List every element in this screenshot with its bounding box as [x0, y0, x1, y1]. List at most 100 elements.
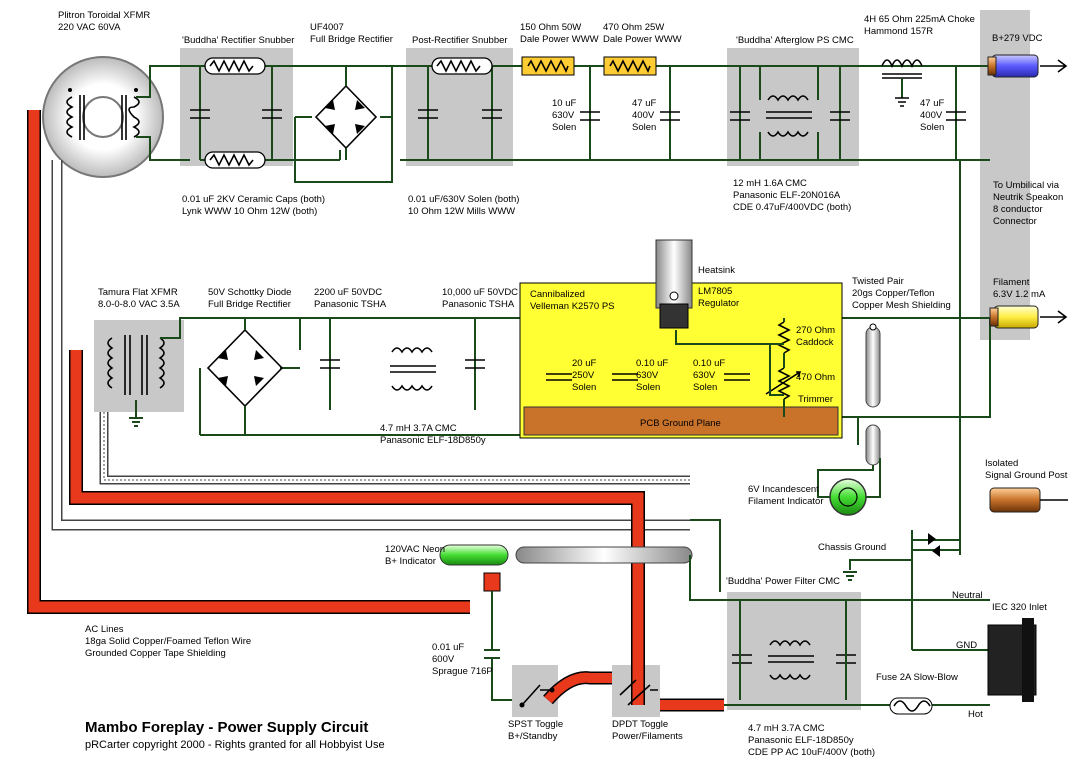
- label-neutral-line: Neutral: [952, 590, 983, 601]
- label-pcbname-line: Velleman K2570 PS: [530, 301, 615, 312]
- label-c010b-line: 0.10 uF: [693, 358, 725, 369]
- label-aclines-line: 18ga Solid Copper/Foamed Teflon Wire: [85, 636, 251, 647]
- label-bulb-line: 6V Incandescent: [748, 484, 819, 495]
- cmc-2: [390, 347, 436, 391]
- label-xfmr1-line: Plitron Toroidal XFMR: [58, 10, 150, 21]
- label-filament-line: 6.3V 1.2 mA: [993, 289, 1046, 300]
- page-title: Mambo Foreplay - Power Supply Circuit: [85, 719, 368, 736]
- label-c47a-line: Solen: [632, 122, 656, 133]
- label-c47a-line: 47 uF: [632, 98, 656, 109]
- label-c001-line: 600V: [432, 654, 455, 665]
- label-neutral: Neutral: [952, 590, 983, 601]
- label-umbilical-line: Connector: [993, 216, 1037, 227]
- label-umbilical-line: To Umbilical via: [993, 180, 1060, 191]
- label-cmc1-line: 'Buddha' Afterglow PS CMC: [736, 35, 854, 46]
- label-fuse: Fuse 2A Slow-Blow: [876, 672, 958, 683]
- label-snub1note-line: Lynk WWW 10 Ohm 12W (both): [182, 206, 317, 217]
- label-c010b-line: Solen: [693, 382, 717, 393]
- label-cmc3note-line: 4.7 mH 3.7A CMC: [748, 723, 825, 734]
- label-isolated-line: Signal Ground Post: [985, 470, 1068, 481]
- label-snub1note: 0.01 uF 2KV Ceramic Caps (both)Lynk WWW …: [182, 194, 325, 217]
- label-c2200-line: 2200 uF 50VDC: [314, 287, 382, 298]
- ac-red-cables: [27, 110, 724, 712]
- label-hot: Hot: [968, 709, 983, 720]
- label-cmc2-line: 4.7 mH 3.7A CMC: [380, 423, 457, 434]
- label-bridge2-line: 50V Schottky Diode: [208, 287, 291, 298]
- afterglow-cmc-box: [727, 48, 859, 166]
- label-snub2: Post-Rectifier Snubber: [412, 35, 508, 46]
- toggle-switches: [519, 679, 658, 708]
- top-rail-wires: [136, 65, 990, 540]
- label-c47b-line: 400V: [920, 110, 943, 121]
- neon-indicator: [439, 544, 693, 701]
- power-filter-cmc: [689, 519, 990, 706]
- label-pcbground: PCB Ground Plane: [640, 418, 721, 429]
- label-snub2note: 0.01 uF/630V Solen (both)10 Ohm 12W Mill…: [408, 194, 519, 217]
- label-snub2note-line: 0.01 uF/630V Solen (both): [408, 194, 519, 205]
- label-xfmr2-line: 8.0-0-8.0 VAC 3.5A: [98, 299, 180, 310]
- chassis-ground-diodes: [843, 530, 961, 650]
- isolated-ground-post: [989, 487, 1068, 513]
- label-neon-line: B+ Indicator: [385, 556, 436, 567]
- label-hot-line: Hot: [968, 709, 983, 720]
- label-bridge2-line: Full Bridge Rectifier: [208, 299, 291, 310]
- label-bulb-line: Filament Indicator: [748, 496, 824, 507]
- label-bplus-line: B+279 VDC: [992, 33, 1043, 44]
- label-c10u-line: Solen: [552, 122, 576, 133]
- label-cmc1: 'Buddha' Afterglow PS CMC: [736, 35, 854, 46]
- label-bridge1-line: UF4007: [310, 22, 344, 33]
- label-heatsink: Heatsink: [698, 265, 735, 276]
- afterglow-cmc: [730, 66, 850, 160]
- label-c001-line: 0.01 uF: [432, 642, 464, 653]
- label-c10000-line: Panasonic TSHA: [442, 299, 515, 310]
- label-iec: IEC 320 Inlet: [992, 602, 1047, 613]
- heatsink-regulator: [655, 239, 693, 329]
- label-snub1: 'Buddha' Rectifier Snubber: [182, 35, 294, 46]
- label-dpdt-line: Power/Filaments: [612, 731, 683, 742]
- power-resistors: [521, 56, 657, 76]
- label-chassis: Chassis Ground: [818, 542, 886, 553]
- label-c10u-line: 10 uF: [552, 98, 576, 109]
- label-c47a-line: 400V: [632, 110, 655, 121]
- post-rectifier-snubber: [418, 57, 502, 119]
- slow-blow-fuse: [889, 697, 933, 715]
- bplus-connector: [987, 54, 1068, 78]
- label-snub1-line: 'Buddha' Rectifier Snubber: [182, 35, 294, 46]
- label-r150-line: 150 Ohm 50W: [520, 22, 581, 33]
- label-fuse-line: Fuse 2A Slow-Blow: [876, 672, 958, 683]
- tamura-transformer: [107, 317, 300, 427]
- top-filter-caps: [580, 111, 966, 121]
- label-cmc1note-line: CDE 0.47uF/400VDC (both): [733, 202, 851, 213]
- label-r470-line: Dale Power WWW: [603, 34, 682, 45]
- label-cmc2-line: Panasonic ELF-18D850y: [380, 435, 486, 446]
- label-snub2note-line: 10 Ohm 12W Mills WWW: [408, 206, 515, 217]
- label-twisted-line: 20gs Copper/Teflon: [852, 288, 934, 299]
- label-spst-line: SPST Toggle: [508, 719, 563, 730]
- label-cmc1note-line: Panasonic ELF-20N016A: [733, 190, 841, 201]
- label-c47b-line: Solen: [920, 122, 944, 133]
- label-gnd-line: GND: [956, 640, 977, 651]
- label-snub2-line: Post-Rectifier Snubber: [412, 35, 508, 46]
